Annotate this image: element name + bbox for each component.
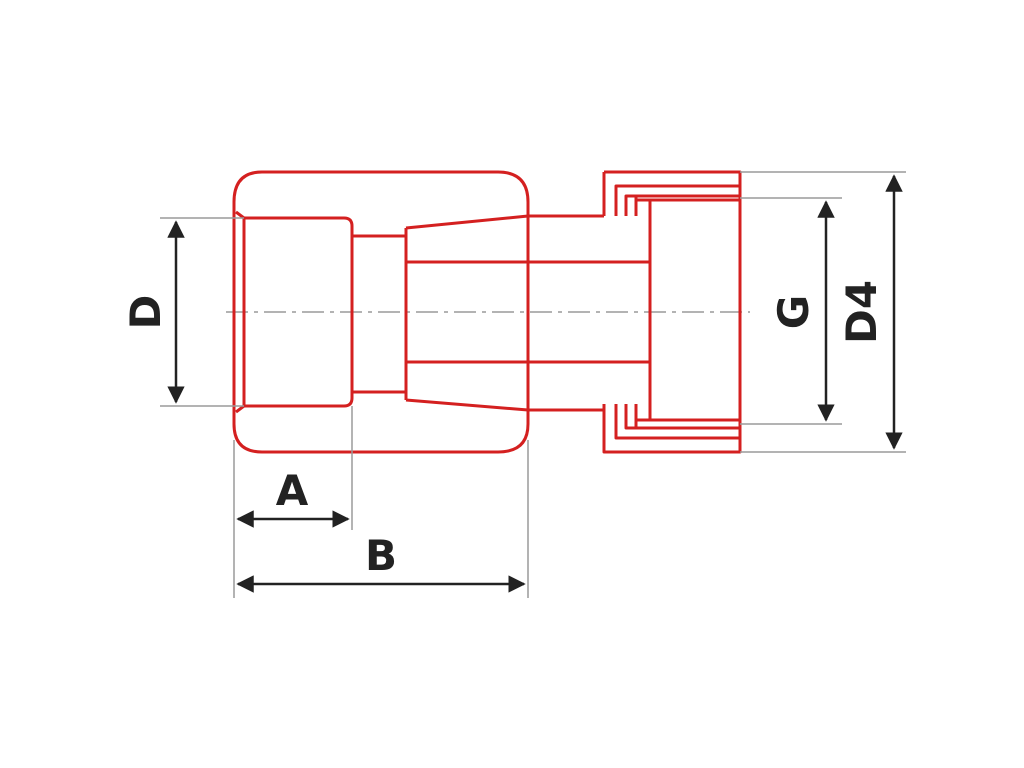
socket-neck [352,234,406,394]
label-a: A [276,466,309,515]
extension-lines [160,171,906,598]
nut-thread-step [624,194,740,430]
socket-inner-bore [235,210,354,414]
dimension-arrows [167,174,903,593]
spigot-shoulder [528,214,604,412]
label-d4: D4 [837,280,886,344]
label-b: B [365,531,397,580]
label-g: G [769,295,818,329]
socket-outer-outline [232,170,530,454]
spigot-bore [406,260,650,364]
socket-body [232,170,530,454]
tapered-spigot [404,214,650,412]
nut-thread-face [634,196,740,428]
label-d: D [121,295,170,330]
nut-inner-wall [614,184,740,440]
spigot-outline [404,214,529,412]
